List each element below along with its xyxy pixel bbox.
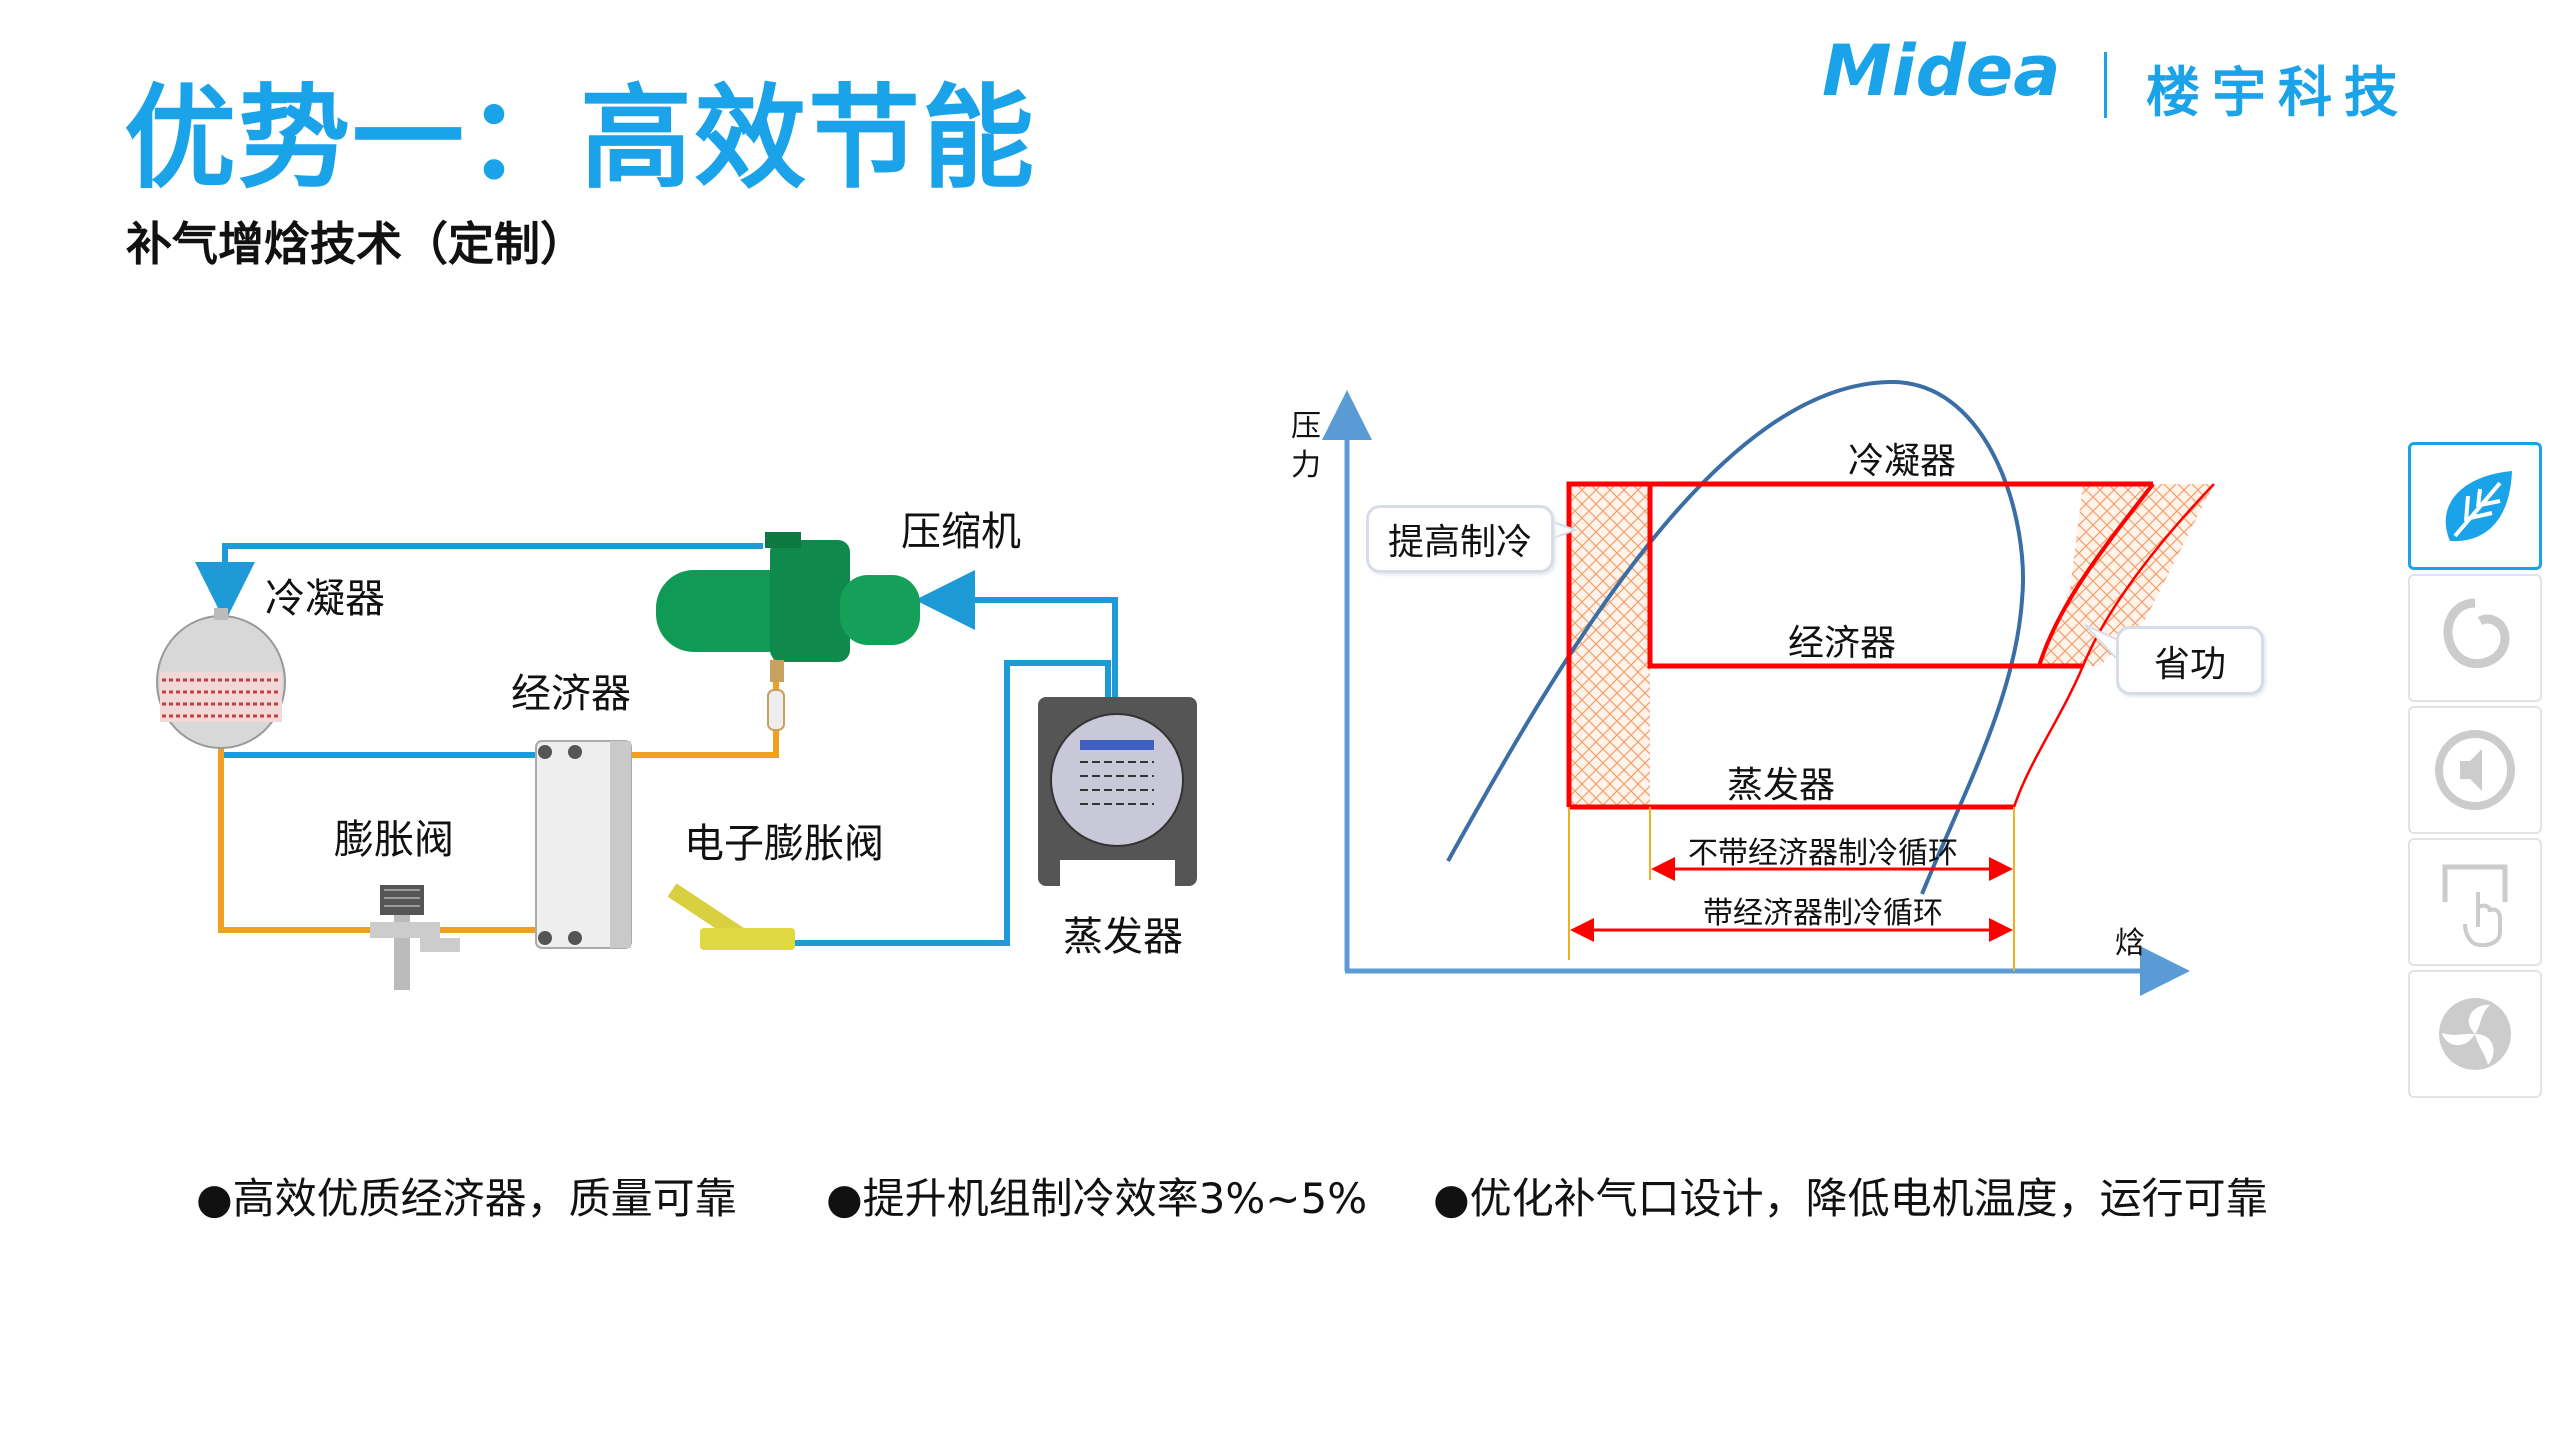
cooling-gain-area (1569, 484, 1650, 807)
page-title: 优势一：高效节能 (124, 74, 1036, 204)
saturation-dome (1446, 379, 2025, 895)
bullet-efficiency: ●提升机组制冷效率3%~5% (826, 1174, 1368, 1223)
logo-subtitle: 楼宇科技 (2146, 61, 2410, 124)
y-axis-label-2: 力 (1291, 448, 1321, 483)
sidebar-item-fan[interactable] (2408, 970, 2542, 1098)
label-expansion-valve: 膨胀阀 (334, 817, 454, 863)
x-axis-label: 焓 (2115, 926, 2145, 961)
sidebar-item-quiet[interactable] (2408, 706, 2542, 834)
condenser-vessel (156, 608, 286, 749)
page-subtitle: 补气增焓技术（定制） (126, 217, 586, 271)
speaker-icon (2435, 730, 2515, 810)
fan-icon (2439, 998, 2511, 1070)
swirl-icon (2443, 598, 2510, 669)
injection-filter (767, 689, 785, 731)
label-compressor: 压缩机 (901, 509, 1021, 555)
label-cycle-with-economizer: 带经济器制冷循环 (1703, 896, 1943, 931)
callout-improved-cooling: 提高制冷 (1366, 505, 1554, 573)
chart-label-evaporator: 蒸发器 (1726, 765, 1836, 806)
chart-label-condenser: 冷凝器 (1847, 441, 1957, 482)
sidebar-item-swirl[interactable] (2408, 574, 2542, 702)
ph-chart (1322, 379, 2215, 996)
electronic-expansion-valve (667, 883, 795, 950)
label-evaporator: 蒸发器 (1063, 914, 1183, 960)
sidebar-item-touch[interactable] (2408, 838, 2542, 966)
work-saving-area (2039, 484, 2214, 666)
bullet-economizer-quality: ●高效优质经济器，质量可靠 (196, 1174, 737, 1223)
pipe-evaporator-to-compressor (915, 570, 1118, 697)
callout-work-saving: 省功 (2116, 626, 2264, 695)
label-electronic-expansion-valve: 电子膨胀阀 (684, 821, 884, 867)
sidebar-item-energy-saving[interactable] (2408, 442, 2542, 570)
evaporator-unit (1038, 697, 1197, 886)
touch-hand-icon (2442, 864, 2508, 948)
label-economizer: 经济器 (511, 671, 631, 717)
label-cycle-without-economizer: 不带经济器制冷循环 (1688, 836, 1958, 871)
midea-logo: Midea (1822, 30, 2061, 112)
logo-divider (2104, 52, 2107, 118)
label-condenser: 冷凝器 (265, 576, 385, 622)
pipe-eev-to-evaporator (795, 660, 1111, 946)
chart-label-economizer: 经济器 (1787, 623, 1897, 664)
compressor (656, 532, 920, 682)
leaf-icon (2445, 471, 2512, 542)
pipe-compressor-to-condenser (195, 543, 763, 622)
y-axis-label-1: 压 (1291, 409, 1321, 444)
economizer-plate-exchanger (535, 740, 632, 949)
refrigeration-cycle (1566, 481, 2215, 810)
expansion-valve (370, 885, 460, 990)
bullet-injection-design: ●优化补气口设计，降低电机温度，运行可靠 (1433, 1174, 2268, 1223)
